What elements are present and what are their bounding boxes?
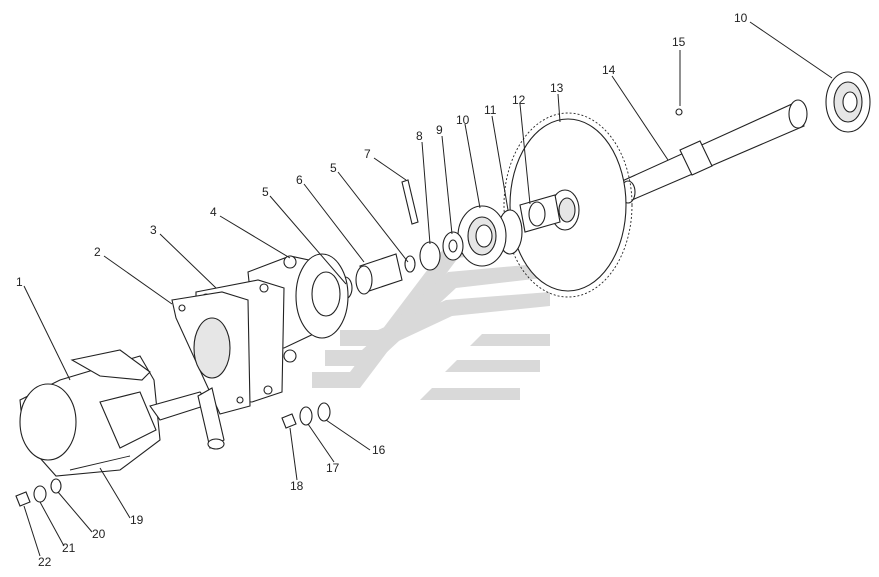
label-4: 4 (210, 205, 217, 219)
label-14: 14 (602, 63, 616, 77)
label-13: 13 (550, 81, 564, 95)
watermark-logo (312, 228, 560, 400)
shaft-assembly (619, 71, 871, 204)
label-21: 21 (62, 541, 76, 555)
label-7: 7 (364, 147, 371, 161)
label-17: 17 (326, 461, 340, 475)
label-15: 15 (672, 35, 686, 49)
label-11: 11 (484, 103, 497, 117)
label-9: 9 (436, 123, 443, 137)
label-2: 2 (94, 245, 101, 259)
part-labels: 1 2 3 4 5 6 5 7 8 9 10 11 12 13 10 15 14… (16, 11, 748, 569)
pump-body-1 (19, 349, 225, 477)
bearing-group (401, 179, 561, 273)
label-5a: 5 (262, 185, 269, 199)
label-22: 22 (38, 555, 52, 569)
leader-lines (23, 21, 833, 557)
label-10b: 10 (734, 11, 748, 25)
gasket-2 (171, 291, 251, 415)
label-3: 3 (150, 223, 157, 237)
label-8: 8 (416, 129, 423, 143)
label-5b: 5 (330, 161, 337, 175)
label-18: 18 (290, 479, 304, 493)
label-19: 19 (130, 513, 144, 527)
label-12: 12 (512, 93, 526, 107)
fasteners (15, 402, 331, 507)
label-1: 1 (16, 275, 23, 289)
label-20: 20 (92, 527, 106, 541)
flange-housing-4 (247, 253, 349, 363)
label-10a: 10 (456, 113, 470, 127)
label-16: 16 (372, 443, 386, 457)
label-6: 6 (296, 173, 303, 187)
